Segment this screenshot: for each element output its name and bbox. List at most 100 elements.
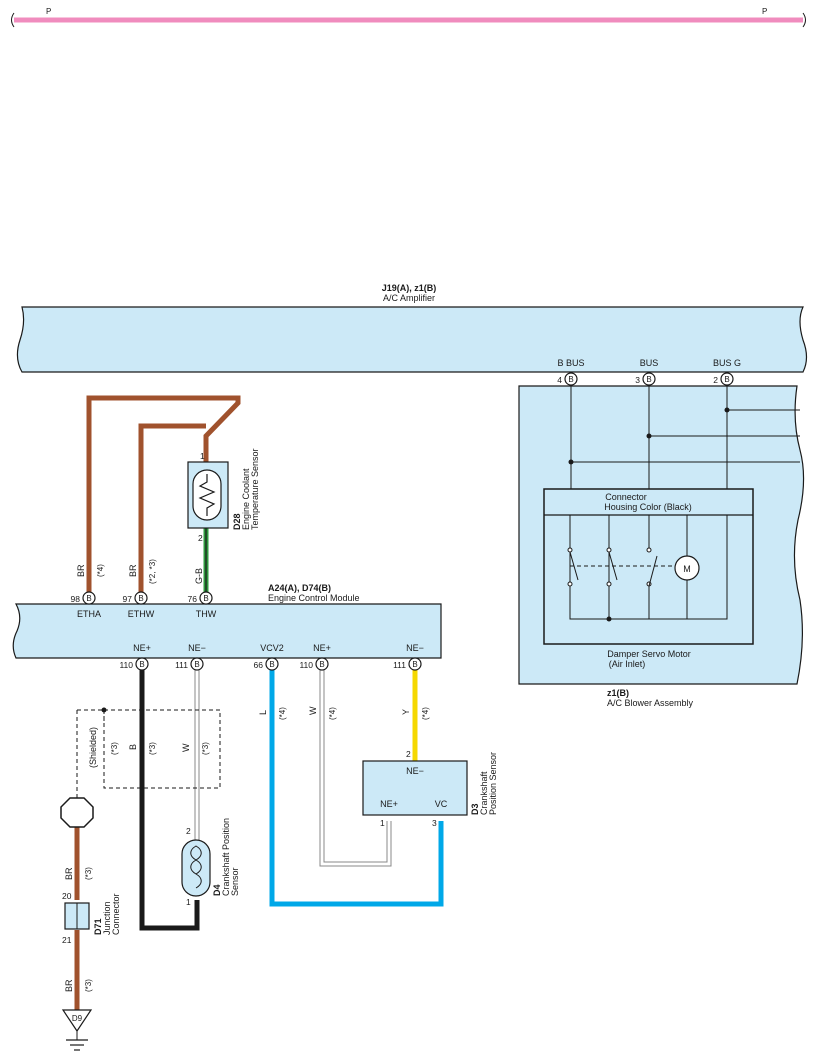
ecm-pin-number: 111 xyxy=(175,660,188,670)
wire-note: (*3) xyxy=(201,742,210,755)
ecm-pin-name: ETHW xyxy=(128,609,155,619)
junction-note-bottom: (*3) xyxy=(84,979,93,992)
ecm-pin-number: 110 xyxy=(299,660,313,670)
wire-color-label: BR xyxy=(128,564,138,577)
d4-pin-bottom: 1 xyxy=(186,897,191,907)
amp-pin-name: BUS xyxy=(640,358,659,368)
amp-pin-number: 2 xyxy=(713,375,718,385)
wire-note: (*4) xyxy=(421,707,430,720)
amp-pin-number: 4 xyxy=(557,375,562,385)
ribbon-right-label: P xyxy=(762,7,767,16)
coolant-sensor-line1: Engine Coolant xyxy=(241,468,251,530)
junction-pin-bottom: 21 xyxy=(62,935,72,945)
shield-ground-terminal xyxy=(60,797,94,828)
crankshaft-sensor-d4: 2 1 D4 Crankshaft Position Sensor xyxy=(181,818,240,907)
ecm-pin-conn: B xyxy=(194,660,199,669)
ecm-pin-thw: 76 B THW xyxy=(188,591,217,619)
ecm-pin-conn: B xyxy=(412,660,417,669)
amp-pin-conn: B xyxy=(646,375,651,384)
engine-control-module xyxy=(12,603,442,659)
coolant-temp-sensor: 1 2 D28 Engine Coolant Temperature Senso… xyxy=(187,448,260,543)
ecm-pin-ne-plus-2: NE+ 110 B xyxy=(299,643,331,671)
d3-pin-2: 2 xyxy=(406,749,411,759)
amp-pin-name: BUS G xyxy=(713,358,741,368)
junction-note-top: (*3) xyxy=(84,867,93,880)
coolant-sensor-code: D28 xyxy=(232,513,242,530)
d4-pin-top: 2 xyxy=(186,826,191,836)
connector-label-2: Housing Color (Black) xyxy=(604,502,692,512)
motor-label-2: (Air Inlet) xyxy=(609,659,646,669)
d4-line1: Crankshaft Position xyxy=(221,818,231,896)
motor-label-1: Damper Servo Motor xyxy=(607,649,691,659)
ecm-pin-conn: B xyxy=(203,594,208,603)
shield-label: (Shielded) xyxy=(88,727,98,768)
amplifier-name: A/C Amplifier xyxy=(383,293,435,303)
coolant-pin-bottom: 2 xyxy=(198,533,203,543)
wire-note: (*3) xyxy=(148,742,157,755)
junction-wire-top: BR xyxy=(64,867,74,880)
ecm-pin-number: 97 xyxy=(123,594,133,604)
ecm-pin-name: NE− xyxy=(188,643,206,653)
ecm-pin-ne-plus-1: NE+ 110 B xyxy=(119,643,151,671)
shield-note: (*3) xyxy=(110,742,119,755)
d3-code: D3 xyxy=(470,803,480,815)
wire-color-label: W xyxy=(181,743,191,752)
ecm-pin-number: 110 xyxy=(119,660,133,670)
ecm-pin-name: THW xyxy=(196,609,217,619)
d3-ne-minus: NE− xyxy=(406,766,424,776)
motor-symbol: M xyxy=(683,564,691,574)
ecm-pin-ethw: 97 B ETHW xyxy=(123,591,155,619)
wire-color-label: G-B xyxy=(194,568,204,584)
ecm-pin-name: NE+ xyxy=(133,643,151,653)
ribbon-left-label: P xyxy=(46,7,51,16)
amp-pin-conn: B xyxy=(568,375,573,384)
junction-line1: Junction xyxy=(102,901,112,935)
coolant-pin-top: 1 xyxy=(200,451,205,461)
d3-ne-plus: NE+ xyxy=(380,799,398,809)
d3-line2: Position Sensor xyxy=(488,752,498,815)
wire-color-label: B xyxy=(128,744,138,750)
junction-line2: Connector xyxy=(111,893,121,935)
d3-line1: Crankshaft xyxy=(479,771,489,815)
ecm-pin-name: NE− xyxy=(406,643,424,653)
ground-icon: D9 xyxy=(61,1009,93,1051)
ecm-pin-number: 111 xyxy=(393,660,406,670)
ecm-pin-conn: B xyxy=(139,660,144,669)
wire-note: (*4) xyxy=(278,707,287,720)
coolant-sensor-line2: Temperature Sensor xyxy=(250,448,260,530)
junction-wire-bottom: BR xyxy=(64,979,74,992)
blower-name: A/C Blower Assembly xyxy=(607,698,694,708)
ecm-code: A24(A), D74(B) xyxy=(268,583,331,593)
ecm-pin-number: 66 xyxy=(254,660,264,670)
wire-color-label: W xyxy=(308,706,318,715)
blower-code: z1(B) xyxy=(607,688,629,698)
ecm-pin-conn: B xyxy=(319,660,324,669)
wire-color-label: Y xyxy=(401,709,411,715)
coolant-wires xyxy=(86,395,241,598)
amp-pin-name: B BUS xyxy=(557,358,584,368)
junction-connector-d71: BR (*3) 20 21 D71 Junction Connector BR … xyxy=(62,867,121,992)
crankshaft-sensor-d3: NE− NE+ VC 2 1 3 D3 Crankshaft Position … xyxy=(362,749,498,828)
ecm-pin-name: VCV2 xyxy=(260,643,284,653)
ecm-pin-vcv2: VCV2 66 B xyxy=(254,643,284,671)
ecm-pin-number: 98 xyxy=(71,594,81,604)
ecm-name: Engine Control Module xyxy=(268,593,360,603)
blower-assembly: Connector Housing Color (Black) xyxy=(518,385,805,708)
d4-line2: Sensor xyxy=(230,867,240,896)
amplifier-code: J19(A), z1(B) xyxy=(382,283,437,293)
amp-pin-number: 3 xyxy=(635,375,640,385)
connector-label-1: Connector xyxy=(605,492,647,502)
wire-color-label: L xyxy=(258,710,268,715)
p-ribbon: P P xyxy=(11,7,806,28)
d3-vc: VC xyxy=(435,799,448,809)
wire-note: (*2, *3) xyxy=(148,559,157,584)
ecm-pin-etha: 98 B ETHA xyxy=(71,591,101,619)
lower-wires xyxy=(74,670,444,1010)
switch-contacts xyxy=(567,547,675,619)
ecm-pin-ne-minus-1: NE− 111 B xyxy=(175,643,206,671)
d4-code: D4 xyxy=(212,884,222,896)
ecm-pin-conn: B xyxy=(269,660,274,669)
ecm-pin-name: NE+ xyxy=(313,643,331,653)
junction-pin-top: 20 xyxy=(62,891,72,901)
